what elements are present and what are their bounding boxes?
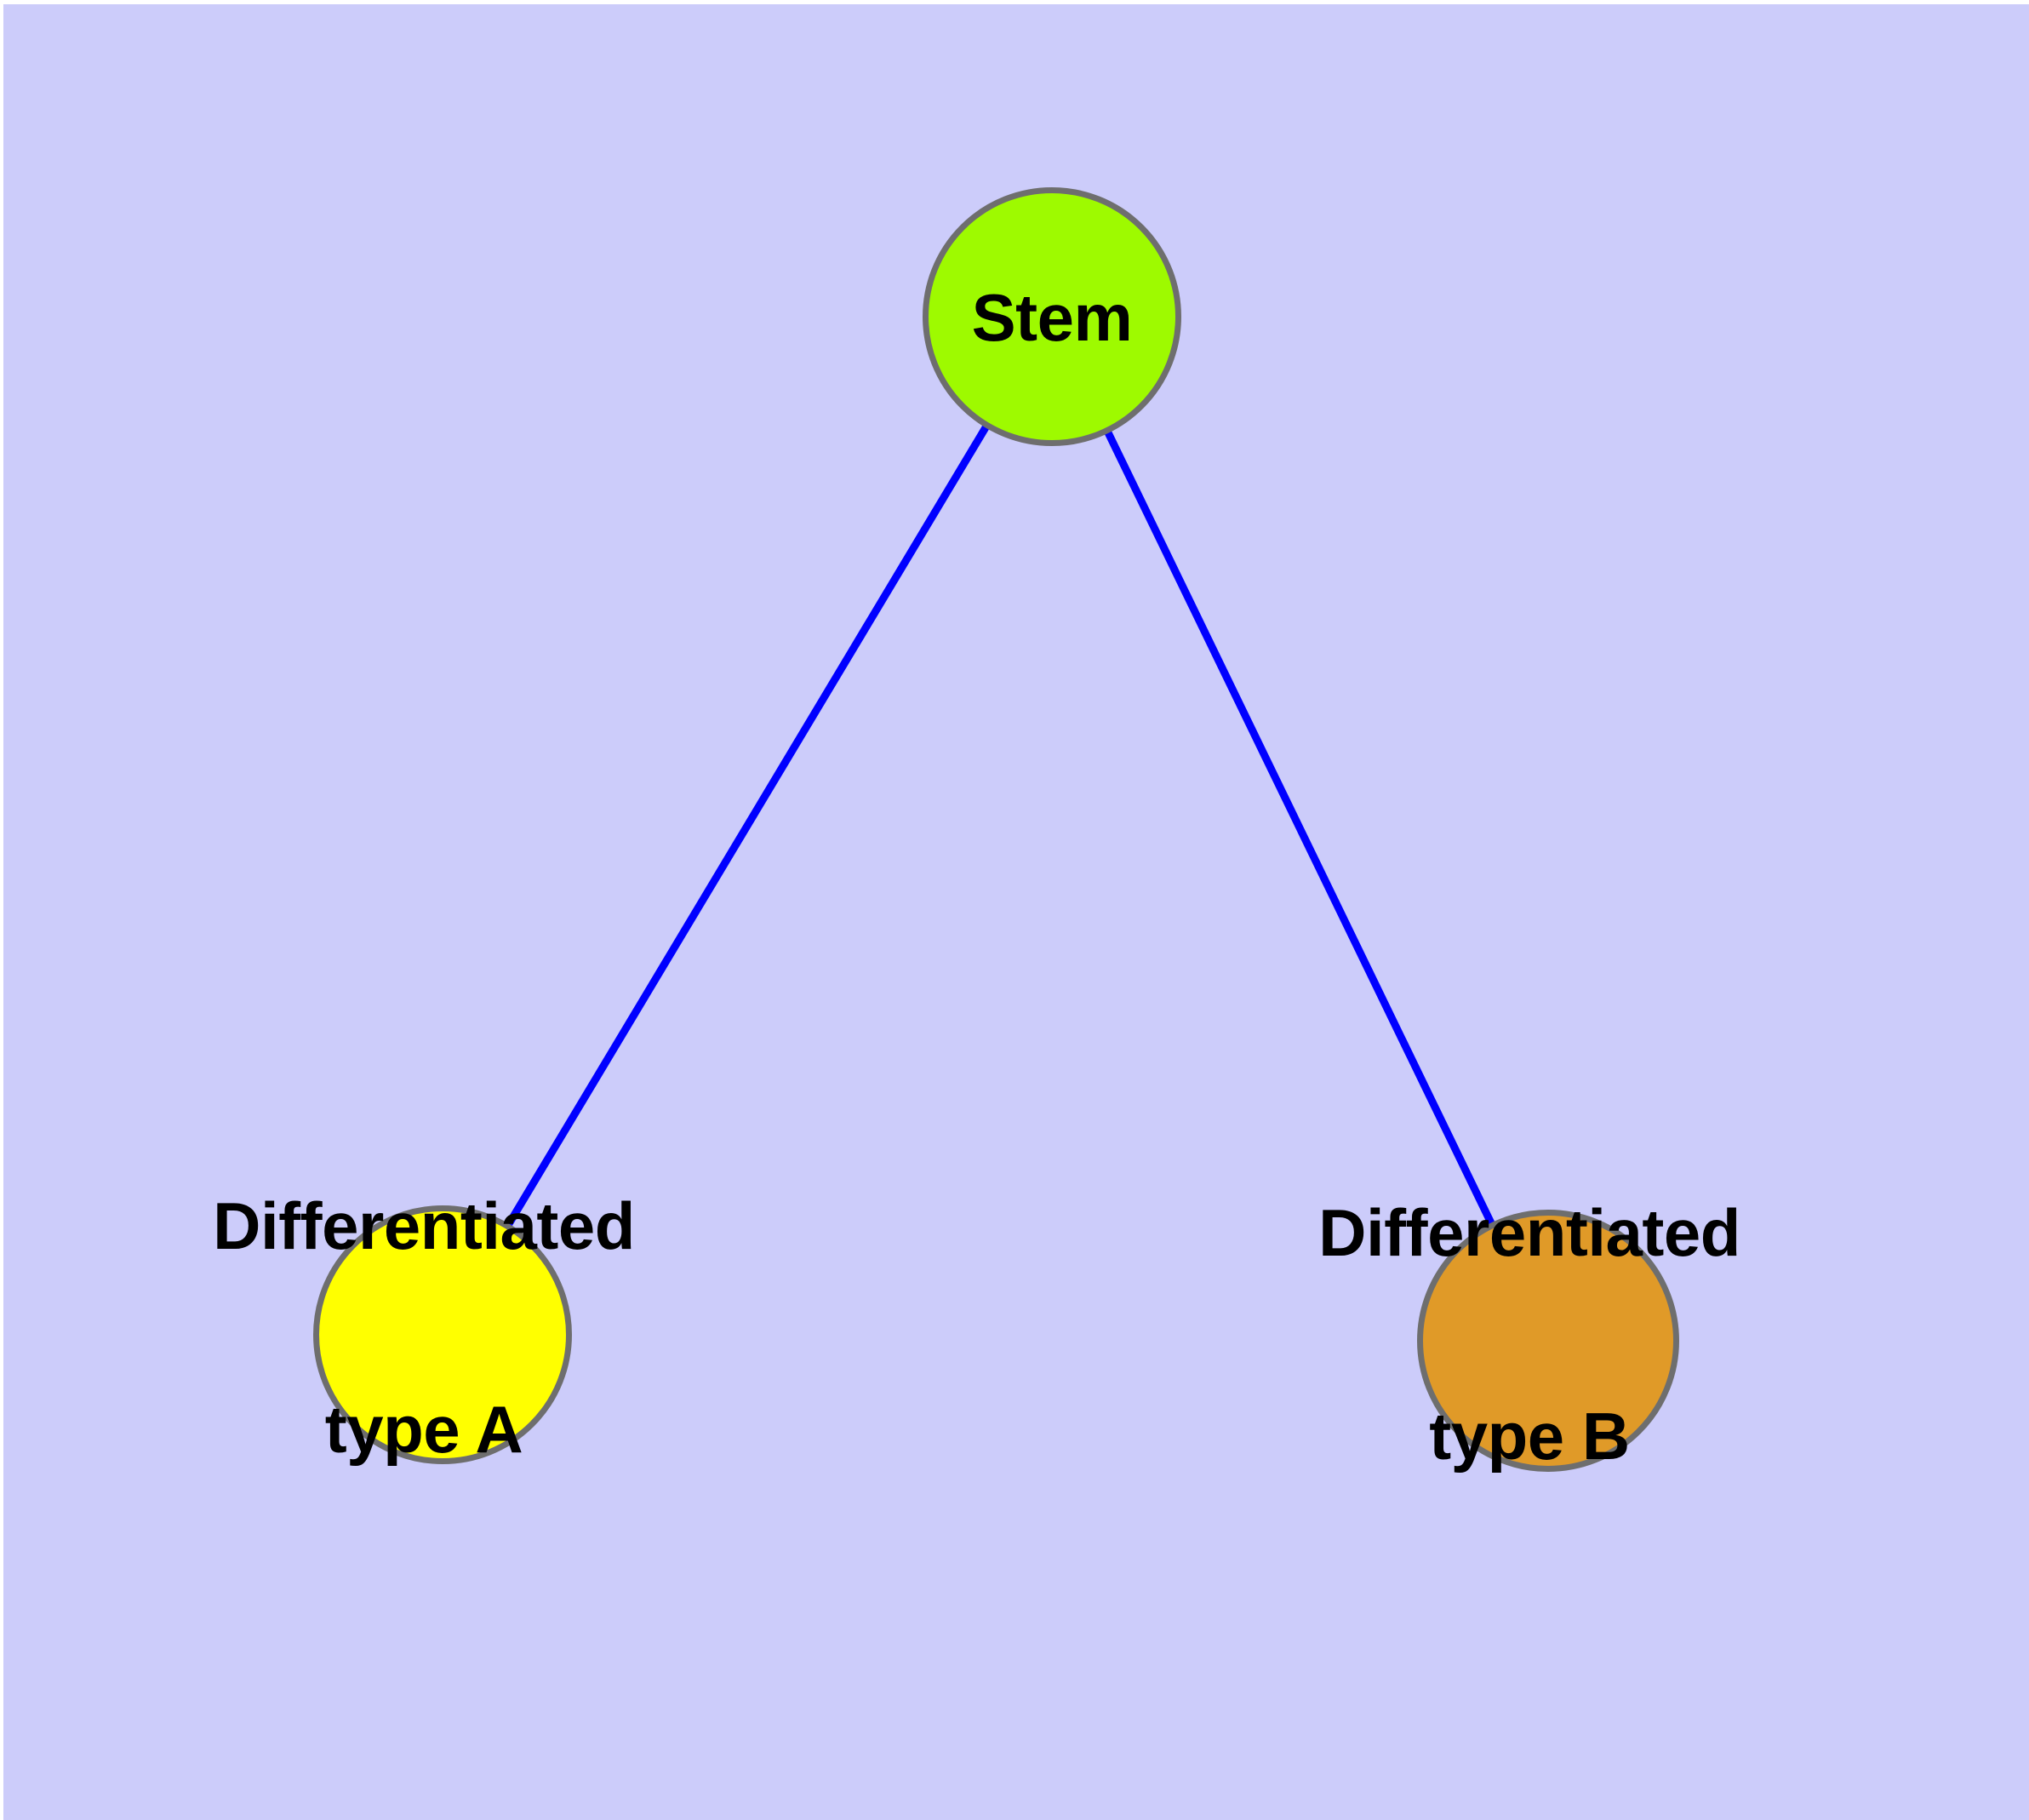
edge-layer <box>439 314 1552 1342</box>
node-layer <box>313 187 1679 1472</box>
node-differentiated-type-a[interactable] <box>313 1205 572 1464</box>
node-differentiated-type-b[interactable] <box>1417 1210 1679 1472</box>
edge-stem-to-differentiated-type-b <box>1048 315 1552 1342</box>
node-stem[interactable] <box>923 187 1181 446</box>
edge-stem-to-differentiated-type-a <box>439 314 1055 1337</box>
